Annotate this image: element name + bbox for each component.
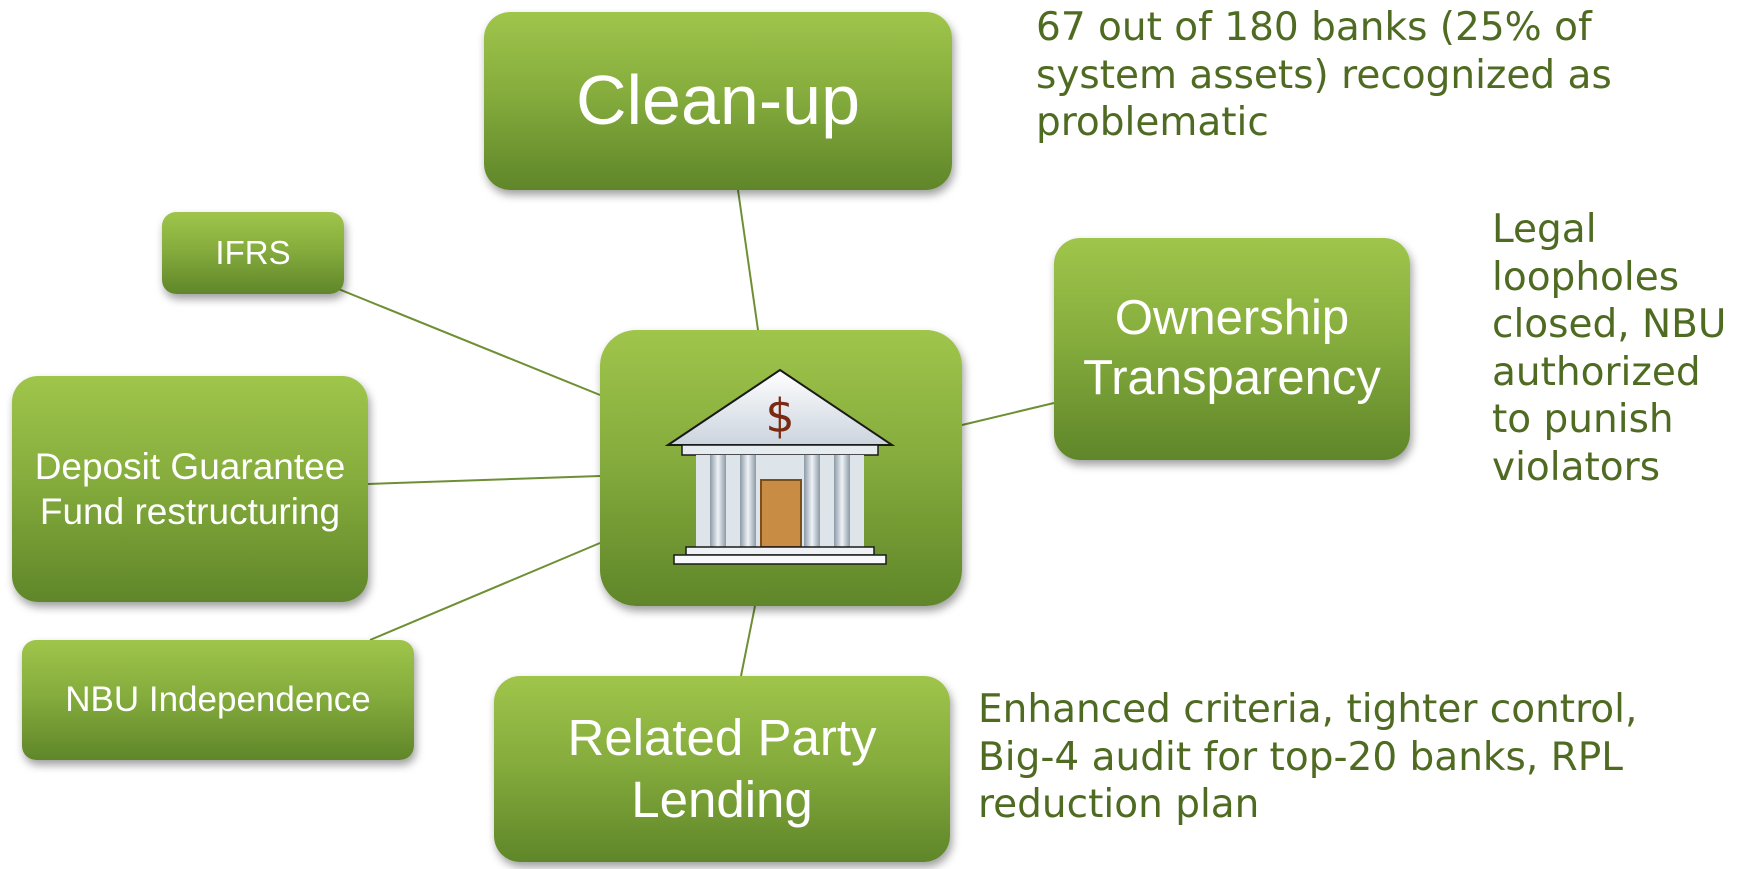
cleanup-label: Clean-up — [575, 61, 861, 140]
deposit-guarantee-node: Deposit Guarantee Fund restructuring — [12, 376, 368, 602]
related-party-label: Related Party Lending — [567, 708, 877, 828]
bank-dollar-icon: $ — [664, 368, 896, 565]
cleanup-note: 67 out of 180 banks (25% of system asset… — [1036, 5, 1612, 146]
connector-ownership — [961, 402, 1055, 426]
related-party-note: Enhanced criteria, tighter control, Big-… — [978, 687, 1638, 828]
ownership-note: Legal loopholes closed, NBU authorized t… — [1492, 207, 1727, 490]
ownership-label: Ownership Transparency — [1083, 291, 1381, 405]
connector-deposit-guarantee — [367, 475, 601, 485]
ifrs-label: IFRS — [215, 233, 291, 271]
connector-related-party — [740, 605, 756, 677]
ifrs-node: IFRS — [162, 212, 344, 294]
nbu-independence-label: NBU Independence — [65, 679, 371, 719]
cleanup-node: Clean-up — [484, 12, 952, 190]
connector-nbu-independence — [369, 542, 601, 641]
deposit-guarantee-label: Deposit Guarantee Fund restructuring — [34, 445, 346, 532]
connector-cleanup — [737, 189, 759, 331]
hub-node: $ — [600, 330, 962, 606]
connector-ifrs — [335, 287, 601, 396]
ownership-node: Ownership Transparency — [1054, 238, 1410, 460]
nbu-independence-node: NBU Independence — [22, 640, 414, 760]
related-party-node: Related Party Lending — [494, 676, 950, 862]
hub-dollar-symbol: $ — [765, 389, 794, 443]
